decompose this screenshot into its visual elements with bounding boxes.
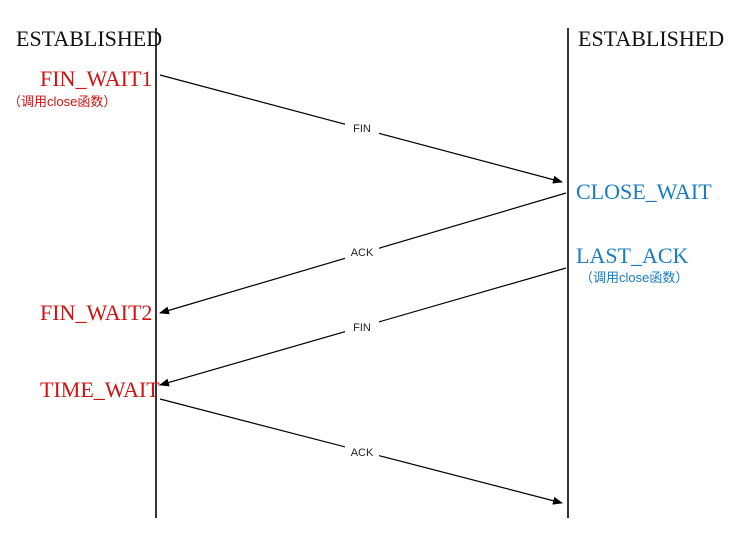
fin-wait2-label: FIN_WAIT2 — [40, 300, 153, 325]
client-established-label: ESTABLISHED — [16, 26, 163, 51]
message-label: FIN — [353, 322, 371, 334]
fin-wait1-label: FIN_WAIT1 — [40, 66, 153, 91]
message-label: FIN — [353, 123, 371, 135]
message-ack-2: ACK — [159, 398, 563, 505]
close-wait-label: CLOSE_WAIT — [576, 179, 712, 204]
message-label: ACK — [351, 247, 374, 259]
fin-wait1-note: （调用close函数） — [8, 94, 117, 109]
message-label: ACK — [351, 447, 374, 459]
message-ack-1: ACK — [159, 192, 567, 315]
message-fin-2: FIN — [159, 267, 567, 387]
message-fin-1: FIN — [159, 74, 563, 184]
time-wait-label: TIME_WAIT — [40, 377, 160, 402]
last-ack-label: LAST_ACK — [576, 243, 689, 268]
last-ack-note: （调用close函数） — [580, 270, 689, 285]
server-established-label: ESTABLISHED — [578, 26, 725, 51]
